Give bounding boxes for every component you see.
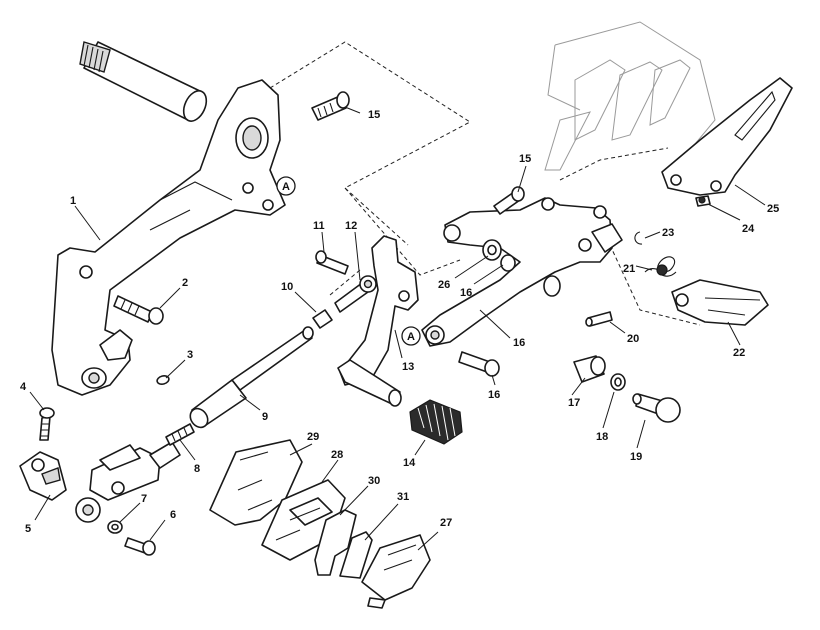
callout-17: 17 [568, 397, 580, 409]
callout-16-bottom: 16 [488, 389, 500, 401]
part-7-washer [107, 520, 123, 534]
reference-marker-a-right: A [401, 326, 421, 346]
callout-16-middle: 16 [513, 337, 525, 349]
part-11-bolt [315, 250, 349, 275]
leader-lines [29, 106, 766, 551]
part-23-circlip [634, 231, 643, 245]
ref-a-left-label: A [282, 181, 290, 193]
callout-9: 9 [262, 411, 268, 423]
callout-28: 28 [331, 449, 343, 461]
callout-27: 27 [440, 517, 452, 529]
callout-19: 19 [630, 451, 642, 463]
callout-15-right: 15 [519, 153, 531, 165]
callout-26: 26 [438, 279, 450, 291]
part-8-rod [165, 423, 195, 446]
part-25-heel-guard [661, 77, 793, 196]
callout-6: 6 [170, 509, 176, 521]
callout-3: 3 [187, 349, 193, 361]
assembly-guide-lines [269, 41, 701, 326]
callout-13: 13 [402, 361, 414, 373]
footpeg-tube [79, 41, 208, 122]
callout-22: 22 [733, 347, 745, 359]
callout-4: 4 [20, 381, 27, 393]
callout-18: 18 [596, 431, 608, 443]
callout-8: 8 [194, 463, 200, 475]
callout-29: 29 [307, 431, 319, 443]
callout-31: 31 [397, 491, 409, 503]
callout-30: 30 [368, 475, 380, 487]
callout-15-top: 15 [368, 109, 380, 121]
callout-24: 24 [742, 223, 755, 235]
part-20-pin [585, 311, 613, 327]
callout-14: 14 [403, 457, 416, 469]
part-27-sensor [361, 534, 431, 609]
part-13-brake-pedal [337, 235, 419, 407]
part-1-left-bracket [51, 79, 286, 396]
part-15-bolt-right [493, 186, 525, 215]
part-14-pedal-rubber [409, 399, 463, 445]
callout-21: 21 [623, 263, 635, 275]
callout-25: 25 [767, 203, 779, 215]
part-26-washer [482, 239, 502, 261]
reference-marker-a-left: A [276, 176, 296, 196]
callout-23: 23 [662, 227, 674, 239]
callout-10: 10 [281, 281, 293, 293]
part-2-bolt [113, 295, 164, 325]
frame-outline [544, 21, 716, 171]
callout-20: 20 [627, 333, 639, 345]
ref-a-right-label: A [407, 331, 415, 343]
callout-2: 2 [182, 277, 188, 289]
part-15-bolt-top [311, 91, 350, 121]
callout-1: 1 [70, 195, 76, 207]
part-5-clevis [19, 451, 67, 501]
callout-12: 12 [345, 220, 357, 232]
callout-7: 7 [141, 493, 147, 505]
part-24-screw [695, 195, 711, 207]
part-22-footpeg [671, 279, 769, 326]
part-4-bolt [39, 407, 55, 441]
part-18-ring-right [610, 373, 626, 391]
part-10-nut [312, 309, 333, 329]
part-9-pushrod [189, 326, 314, 429]
callout-11: 11 [313, 220, 325, 232]
part-6-bolt [124, 537, 156, 556]
part-16-right-bracket [421, 197, 623, 347]
part-21-spring [644, 256, 677, 277]
part-18-ring-left [500, 254, 516, 272]
part-29-cover [209, 439, 303, 526]
callout-5: 5 [25, 523, 31, 535]
part-30-bracket [314, 509, 357, 576]
part-16-bolt-bottom [458, 351, 500, 377]
callout-16-upper: 16 [460, 287, 472, 299]
part-17-bushing [573, 355, 606, 383]
master-cylinder [75, 441, 181, 523]
part-19-pivot-bolt [632, 393, 681, 423]
part-12-link [334, 275, 377, 313]
callout-labels: 1 2 3 4 5 6 7 8 9 10 11 12 13 14 15 15 1… [20, 109, 779, 535]
